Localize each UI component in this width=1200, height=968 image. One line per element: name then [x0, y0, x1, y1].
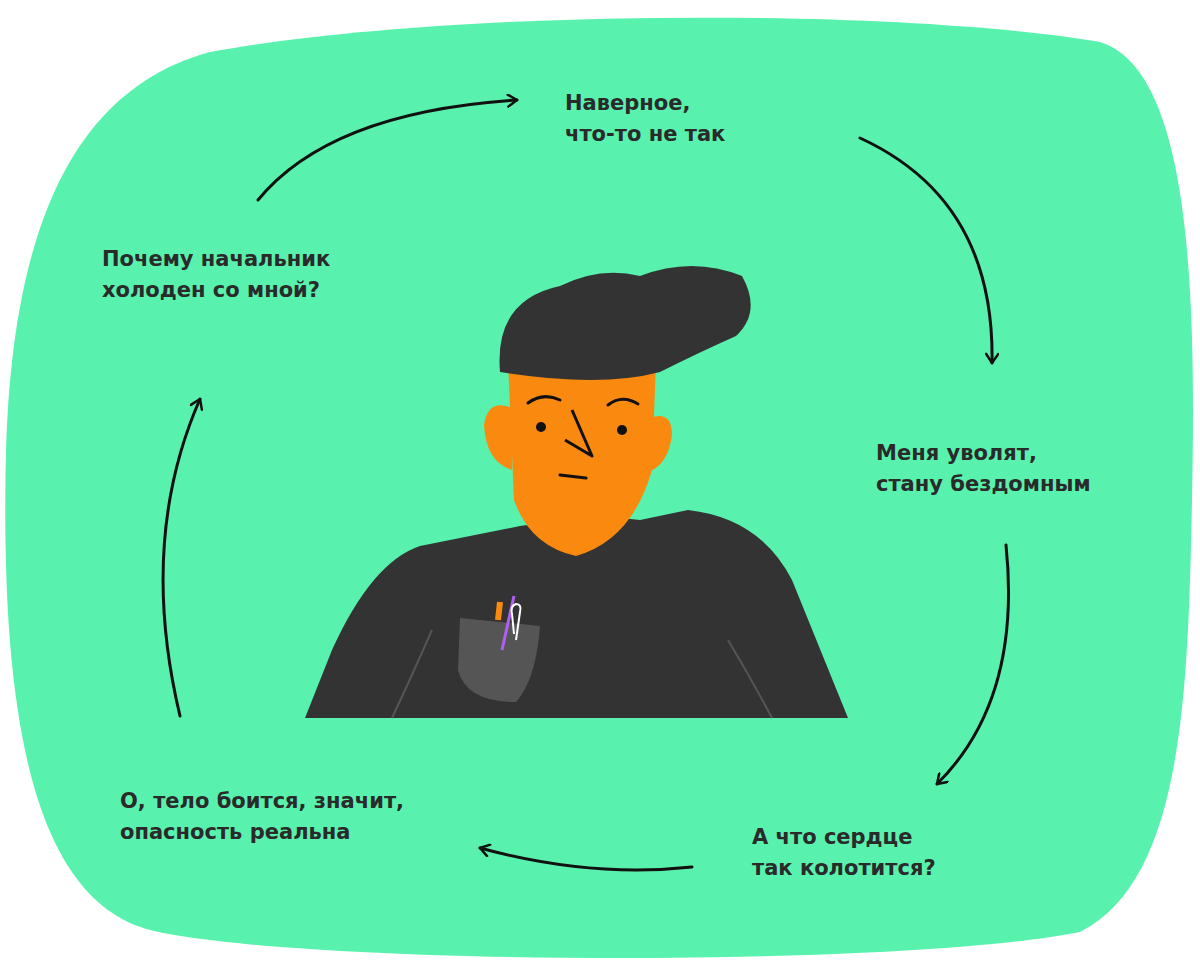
cycle-arrow: [480, 848, 692, 870]
ear-left: [484, 405, 512, 470]
cycle-step: О, тело боится, значит, опасность реальн…: [120, 786, 450, 848]
cycle-arrow: [163, 399, 200, 716]
cycle-step: Меня уволят, стану бездомным: [876, 438, 1106, 500]
eye: [617, 425, 627, 435]
eye: [536, 422, 546, 432]
cycle-step: А что сердце так колотится?: [752, 822, 952, 884]
cycle-arrow: [937, 545, 1009, 784]
cycle-arrow: [860, 138, 992, 363]
hair: [500, 266, 751, 380]
eyebrow: [608, 399, 638, 405]
green-blob: [5, 18, 1193, 958]
cycle-step: Наверное, что-то не так: [565, 88, 745, 150]
pencil: [498, 602, 500, 620]
step-text: О, тело боится, значит, опасность реальн…: [120, 786, 450, 848]
cycle-step: Почему начальник холоден со мной?: [102, 244, 372, 306]
step-text: Наверное, что-то не так: [565, 88, 745, 150]
step-text: А что сердце так колотится?: [752, 822, 952, 884]
paperclip: [512, 604, 521, 640]
nose: [565, 410, 592, 456]
eyebrow: [528, 397, 560, 403]
arm-line-left: [392, 630, 432, 718]
cycle-arrow: [258, 100, 517, 200]
step-text: Меня уволят, стану бездомным: [876, 438, 1106, 500]
pocket: [458, 618, 540, 702]
step-text: Почему начальник холоден со мной?: [102, 244, 372, 306]
face: [508, 362, 656, 556]
arm-line-right: [728, 640, 772, 718]
mouth: [560, 475, 586, 478]
